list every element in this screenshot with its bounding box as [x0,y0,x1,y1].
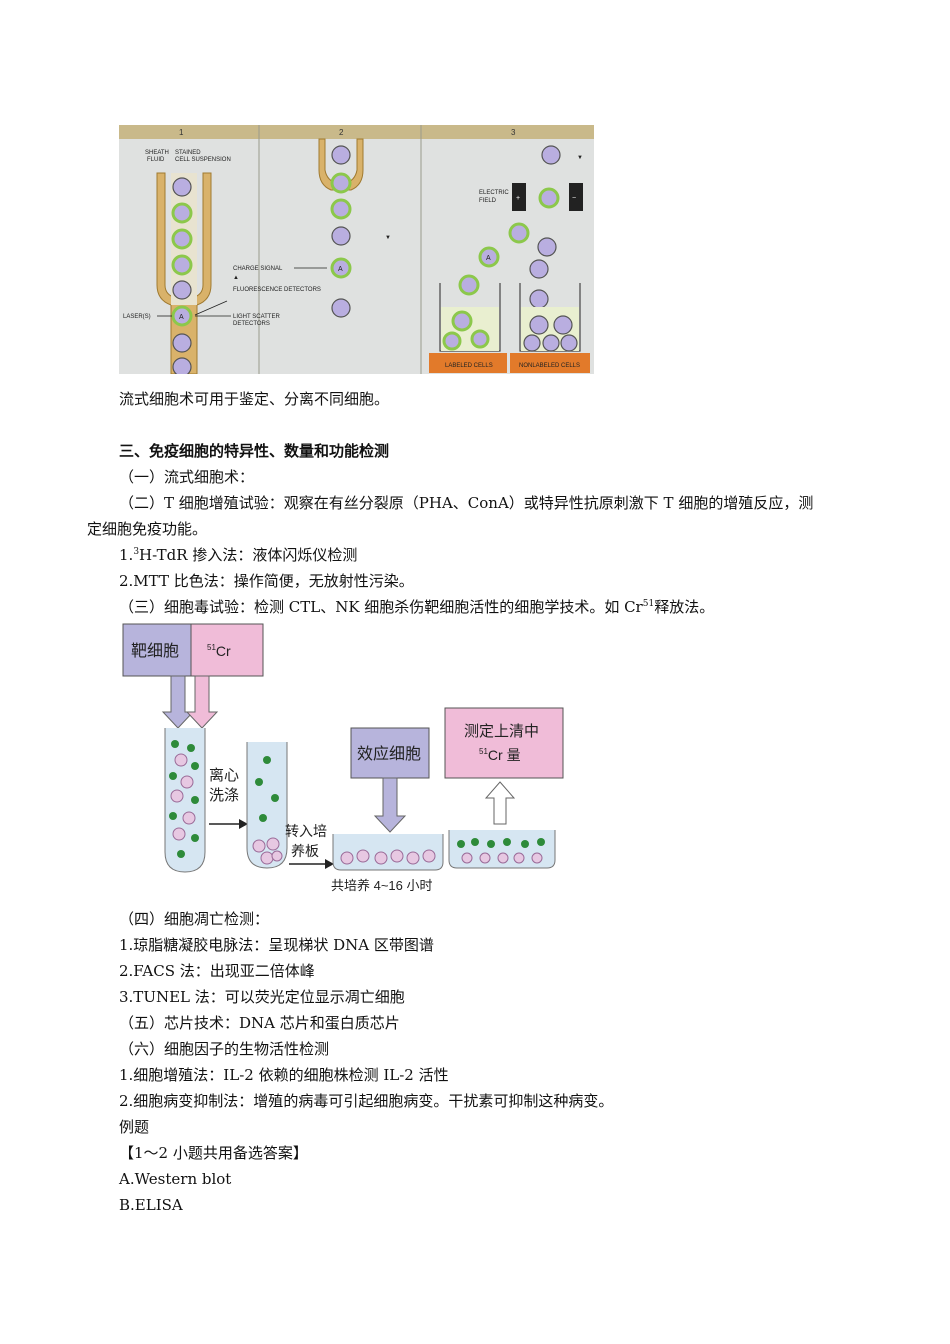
panel2-cells: A [330,145,352,318]
svg-text:LIGHT SCATTER: LIGHT SCATTER [233,314,280,320]
svg-text:洗涤: 洗涤 [209,787,239,804]
apoptosis-method-1: 1.琼脂糖凝胶电脉法：呈现梯状 DNA 区带图谱 [119,936,434,954]
option-b: B.ELISA [119,1196,183,1214]
svg-text:▼: ▼ [577,155,583,161]
cytokine-method-2: 2.细胞病变抑制法：增殖的病毒可引起细胞病变。干扰素可抑制这种病变。 [119,1092,614,1110]
svg-text:靶细胞: 靶细胞 [131,642,179,660]
svg-text:ELECTRIC: ELECTRIC [479,190,509,196]
svg-text:−: − [572,195,576,202]
panel-label-3: 3 [511,128,516,137]
section-heading-3: 三、免疫细胞的特异性、数量和功能检测 [119,442,390,460]
svg-text:A: A [179,314,184,321]
subsection-3: （三）细胞毒试验：检测 CTL、NK 细胞杀伤靶细胞活性的细胞学技术。如 Cr5… [119,598,715,616]
tube1-cells [169,740,199,858]
panel3-cells: A [458,145,561,309]
svg-text:+: + [516,195,520,202]
svg-text:离心: 离心 [209,767,239,784]
svg-text:▲: ▲ [233,275,239,281]
svg-text:CELL SUSPENSION: CELL SUSPENSION [175,157,231,163]
svg-text:FLUID: FLUID [147,157,165,163]
svg-text:A: A [338,266,343,273]
svg-text:养板: 养板 [291,843,319,859]
figure1-caption: 流式细胞术可用于鉴定、分离不同细胞。 [119,390,390,408]
svg-text:LABELED CELLS: LABELED CELLS [445,363,493,369]
apoptosis-method-3: 3.TUNEL 法：可以荧光定位显示凋亡细胞 [119,988,405,1006]
option-a: A.Western blot [119,1170,232,1188]
example-heading: 例题 [119,1118,150,1136]
svg-text:FIELD: FIELD [479,198,497,204]
tube2-cells [252,756,283,865]
svg-text:共培养 4~16 小时: 共培养 4~16 小时 [331,878,433,893]
shared-answers: 【1～2 小题共用备选答案】 [119,1144,308,1162]
dish2-cells [457,838,545,864]
flow-cytometry-figure: 1 2 3 SHEATH FLUID STAINED CELL SUSPENSI… [119,125,594,374]
apoptosis-method-2: 2.FACS 法：出现亚二倍体峰 [119,962,315,980]
svg-text:LASER(S): LASER(S) [123,314,151,320]
svg-text:转入培: 转入培 [285,823,327,839]
svg-text:51Cr 量: 51Cr 量 [479,747,521,763]
svg-text:SHEATH: SHEATH [145,150,169,156]
cytokine-method-1: 1.细胞增殖法：IL-2 依赖的细胞株检测 IL-2 活性 [119,1066,449,1084]
subsection-1: （一）流式细胞术： [119,468,255,486]
method-1: 1.3H-TdR 掺入法：液体闪烁仪检测 [119,546,358,564]
dish1-cells [340,849,436,865]
subsection-6: （六）细胞因子的生物活性检测 [119,1040,330,1058]
svg-text:NONLABELED CELLS: NONLABELED CELLS [519,363,580,369]
svg-text:▼: ▼ [385,235,391,241]
svg-text:51Cr: 51Cr [207,643,231,659]
svg-text:DETECTORS: DETECTORS [233,321,270,327]
panel-label-1: 1 [179,128,184,137]
svg-text:CHARGE SIGNAL: CHARGE SIGNAL [233,266,283,272]
method-2: 2.MTT 比色法：操作简便，无放射性污染。 [119,572,414,590]
subsection-2-line2: 定细胞免疫功能。 [87,520,208,538]
subsection-2-line1: （二）T 细胞增殖试验：观察在有丝分裂原（PHA、ConA）或特异性抗原刺激下 … [119,494,814,512]
panel-label-2: 2 [339,128,344,137]
subsection-4: （四）细胞凋亡检测： [119,910,270,928]
svg-text:效应细胞: 效应细胞 [357,744,421,763]
svg-text:STAINED: STAINED [175,150,201,156]
svg-text:A: A [486,255,491,262]
subsection-5: （五）芯片技术：DNA 芯片和蛋白质芯片 [119,1014,400,1032]
cr-release-figure: 靶细胞 51Cr 离心 洗涤 转入培 养板 共培养 4~16 小时 效应细胞 测… [122,623,564,893]
svg-text:FLUORESCENCE DETECTORS: FLUORESCENCE DETECTORS [233,287,321,293]
panel1-cells: A [171,177,193,374]
svg-text:测定上清中: 测定上清中 [464,723,539,740]
